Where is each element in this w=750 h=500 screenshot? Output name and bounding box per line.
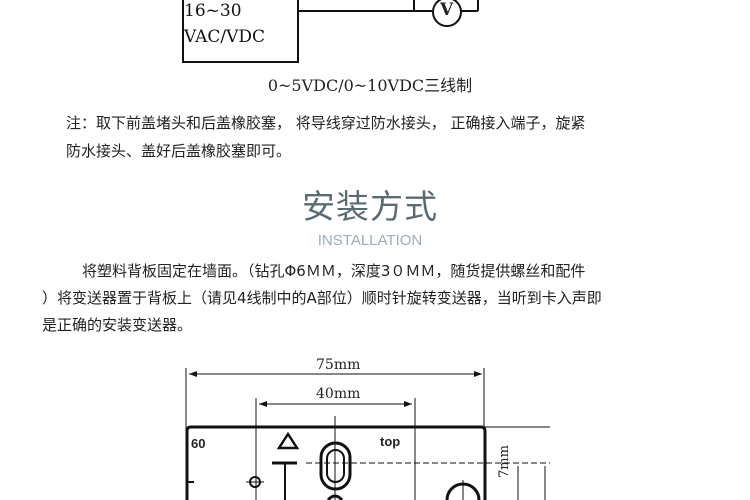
edge-mark-label: 60: [191, 436, 206, 451]
top-label: top: [380, 434, 401, 449]
mounting-slot: [319, 441, 352, 491]
install-text-line-3: 是正确的安装变送器。: [42, 316, 193, 334]
power-supply-type: VAC/VDC: [184, 27, 266, 47]
hole-spacing-label: 40mm: [316, 386, 361, 402]
offset-dimension-label: 7mm: [497, 445, 512, 478]
section-title: 安装方式: [302, 187, 438, 226]
up-triangle-icon: [276, 431, 300, 450]
note-line-1: 注：取下前盖堵头和后盖橡胶塞， 将导线穿过防水接头， 正确接入端子，旋紧: [66, 114, 586, 132]
power-supply-box: [182, 0, 299, 63]
dimension-drawing: [185, 368, 550, 500]
wiring-caption: 0~5VDC/0~10VDC三线制: [267, 76, 473, 95]
transmitter-outline: [185, 425, 487, 500]
note-line-2: 防水接头、盖好后盖橡胶塞即可。: [66, 142, 292, 160]
wiring-diagram: [182, 0, 479, 63]
install-text-line-2: ）将变送器置于背板上（请见4线制中的A部位）顺时针旋转变送器，当听到卡入声即: [42, 289, 602, 307]
section-subtitle: INSTALLATION: [317, 232, 423, 249]
install-text-line-1: 将塑料背板固定在墙面。（钻孔Φ6ＭＭ，深度3０ＭＭ，随货提供螺丝和配件: [82, 262, 586, 280]
width-dimension-label: 75mm: [316, 357, 361, 373]
voltmeter-label: V: [440, 0, 454, 20]
power-supply-range: 16~30: [184, 1, 242, 21]
